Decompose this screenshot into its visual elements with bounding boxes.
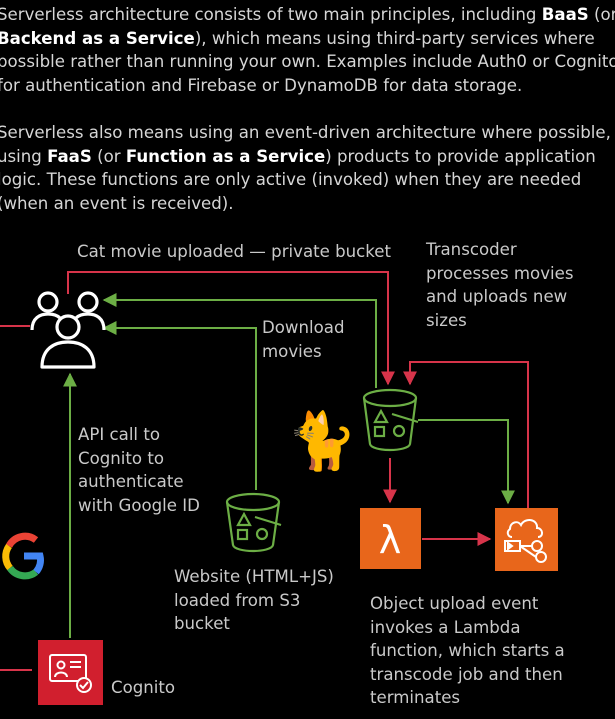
- red-arrow-transcoder-to-bucket: [403, 361, 529, 510]
- label-api-call: API call to Cognito to authenticate with…: [78, 425, 200, 515]
- label-transcoder: Transcoder processes movies and uploads …: [426, 240, 574, 330]
- label-upload-event: Object upload event invokes a Lambda fun…: [370, 594, 565, 707]
- label-download: Download movies: [262, 318, 345, 361]
- lambda-icon: λ: [360, 508, 421, 569]
- intro-paragraph-1: Serverless architecture consists of two …: [0, 5, 615, 95]
- s3-bucket-website-icon: [225, 492, 282, 553]
- label-cognito: Cognito: [111, 678, 176, 697]
- s3-bucket-icon: [362, 388, 419, 452]
- intro-paragraph-2: Serverless also means using an event-dri…: [0, 123, 611, 213]
- svg-text:λ: λ: [379, 518, 402, 562]
- green-connectors: [63, 293, 515, 638]
- green-arrow-website-to-users: [102, 321, 257, 490]
- users-icon: [30, 291, 106, 369]
- label-upload: Cat movie uploaded — private bucket: [77, 242, 392, 261]
- green-arrow-bucket-to-users: [102, 293, 377, 388]
- media-converter-icon: [495, 508, 558, 571]
- label-website: Website (HTML+JS) loaded from S3 bucket: [174, 567, 334, 633]
- green-arrow-bucket-to-converter: [418, 419, 515, 505]
- cat-icon: 🐈: [287, 409, 357, 474]
- google-icon: [2, 532, 44, 580]
- svg-text:🐈: 🐈: [287, 409, 357, 474]
- cognito-icon: [38, 640, 103, 705]
- red-arrow-upload-to-bucket: [67, 271, 395, 386]
- red-connectors: [0, 271, 529, 671]
